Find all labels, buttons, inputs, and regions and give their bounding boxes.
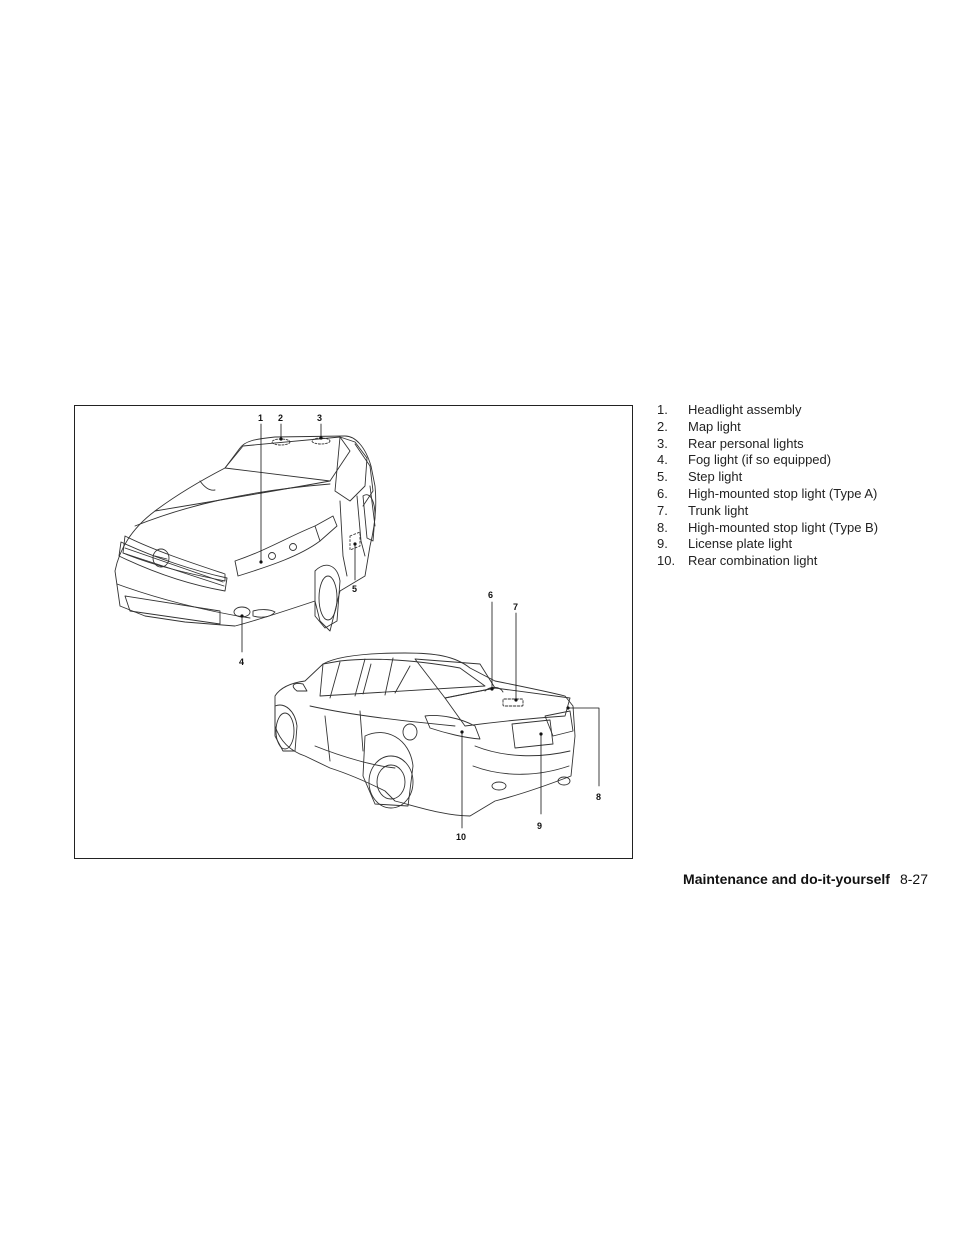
legend-item-text: Rear combination light	[688, 553, 818, 569]
legend-item-number: 10.	[657, 553, 676, 569]
legend-item: 1. Headlight assembly	[657, 402, 878, 419]
callout-5: 5	[352, 584, 357, 594]
callout-10: 10	[456, 832, 466, 842]
legend-item-text: Map light	[688, 418, 741, 434]
legend-item-number: 6.	[657, 485, 668, 501]
footer-page-number: 8-27	[899, 871, 928, 887]
legend-item-text: Headlight assembly	[688, 402, 802, 417]
legend-item: 5. Step light	[657, 469, 878, 486]
legend-item-number: 5.	[657, 469, 668, 485]
legend-item-number: 1.	[657, 402, 668, 417]
legend-item-text: High-mounted stop light (Type A)	[688, 485, 878, 501]
legend-item: 7. Trunk light	[657, 503, 878, 520]
legend-item: 8. High-mounted stop light (Type B)	[657, 520, 878, 537]
callout-9: 9	[537, 821, 542, 831]
callout-2: 2	[278, 413, 283, 423]
legend-item-text: Rear personal lights	[688, 435, 804, 451]
callout-4: 4	[239, 657, 244, 667]
legend-item-text: High-mounted stop light (Type B)	[688, 519, 879, 535]
legend-item-text: Step light	[688, 469, 743, 485]
callout-1: 1	[258, 413, 263, 423]
legend-item-number: 4.	[657, 452, 668, 468]
legend-item: 4. Fog light (if so equipped)	[657, 452, 878, 469]
legend-item-number: 8.	[657, 519, 668, 535]
legend-item-number: 3.	[657, 435, 668, 451]
page-footer: Maintenance and do-it-yourself 8-27	[683, 871, 928, 887]
legend-item: 10. Rear combination light	[657, 553, 878, 570]
legend-item-text: Fog light (if so equipped)	[688, 452, 832, 468]
rear-car-drawing	[274, 652, 576, 817]
legend-item: 9. License plate light	[657, 536, 878, 553]
legend-item-text: License plate light	[688, 536, 793, 552]
lights-legend-list: 1. Headlight assembly 2. Map light 3. Rear …	[657, 402, 878, 570]
car-lights-illustration: 1 2 3 4 5 6 7 8 9 10	[74, 405, 633, 859]
callout-dots	[240, 436, 570, 736]
legend-item-text: Trunk light	[688, 502, 749, 518]
legend-item: 2. Map light	[657, 419, 878, 436]
callout-leaders	[241, 423, 600, 829]
legend-item-number: 2.	[657, 418, 668, 434]
legend-item-number: 9.	[657, 536, 668, 552]
legend-item: 6. High-mounted stop light (Type A)	[657, 486, 878, 503]
front-car-drawing	[114, 435, 377, 632]
legend-item: 3. Rear personal lights	[657, 436, 878, 453]
footer-section-title: Maintenance and do-it-yourself	[683, 871, 890, 887]
callout-7: 7	[513, 602, 518, 612]
callout-3: 3	[317, 413, 322, 423]
callout-8: 8	[596, 792, 601, 802]
legend-item-number: 7.	[657, 502, 668, 518]
callout-6: 6	[488, 590, 493, 600]
